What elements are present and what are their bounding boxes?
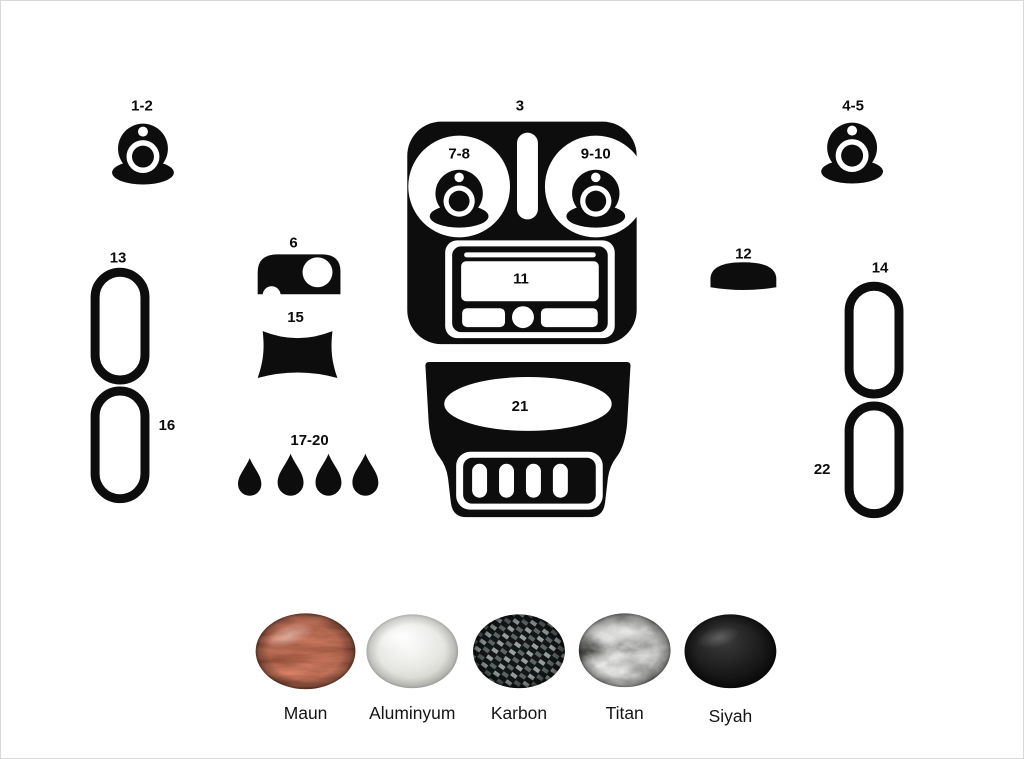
swatch-label-maun: Maun [284,703,328,723]
radio-display-cutout [461,261,599,302]
part-label-1-2: 1-2 [131,98,153,115]
part-lower-console: 21 [425,362,631,518]
door-ring-16 [90,386,150,504]
swatch-karbon: Karbon [473,614,565,723]
part-label-11: 11 [513,270,529,287]
swatch-siyah-shading [684,614,777,689]
part-label-17-20: 17-20 [290,432,328,449]
part-label-7-8: 7-8 [448,146,470,163]
swatch-aluminyum-gloss [376,624,423,649]
vent-slot-cutout [525,463,541,498]
part-label-12: 12 [735,245,752,262]
swatch-label-aluminyum: Aluminyum [369,703,455,723]
part-label-9-10: 9-10 [581,146,611,163]
teardrop-20 [352,453,379,496]
radio-button-cutout-right [540,308,598,328]
swatch-titan: Titan [578,613,671,723]
vent-slot-cutout [472,463,488,498]
part-teardrops: 17-20 [238,432,379,496]
part-label-15: 15 [287,309,304,326]
part-door-ring-right-top: 14 [844,259,904,399]
swatch-label-titan: Titan [606,703,644,723]
swatch-maun: Maun [255,613,356,723]
part-label-3: 3 [516,98,524,115]
part-label-16: 16 [159,417,176,434]
material-swatches: Maun Aluminyum Karbon Titan Siyah [255,613,777,726]
part-label-13: 13 [110,249,127,266]
knob-shape-1-2 [112,123,174,185]
part-label-21: 21 [512,398,529,415]
swatch-maun-gloss [264,622,315,649]
lower-console-oval-cutout [444,377,612,431]
part-center-console: 3 7-8 9-10 11 [407,98,647,345]
part-knob-left: 1-2 [112,98,174,185]
swatch-siyah: Siyah [684,614,777,726]
swatch-titan-gloss [590,625,634,648]
swatch-label-siyah: Siyah [709,706,753,726]
part-knob-right: 4-5 [821,98,884,184]
part-label-22: 22 [814,461,831,478]
radio-knob-cutout [512,306,534,329]
cd-slot-cutout [464,252,596,258]
part-label-14: 14 [872,259,889,276]
part-label-4-5: 4-5 [842,98,864,115]
swatch-titan-shading [578,613,671,688]
tray-shape [710,262,777,290]
teardrop-19 [315,453,342,496]
knob-shape-4-5 [821,122,884,184]
gauge-hood-notch-cutout [262,286,281,305]
radio-button-cutout-left [462,308,506,328]
swatch-label-karbon: Karbon [491,703,547,723]
part-curved-cover: 15 [257,309,338,379]
part-door-ring-left-top: 13 [90,249,150,385]
part-door-ring-right-bottom: 22 [814,401,904,519]
part-gauge-hood: 6 [257,234,341,305]
door-ring-14 [844,281,904,399]
teardrop-18 [277,453,304,496]
door-ring-22 [844,401,904,519]
gauge-hood-circle-cutout [302,257,333,288]
swatch-karbon-shading [473,614,565,689]
swatch-siyah-gloss [697,626,740,649]
center-slot-cutout [516,132,538,220]
swatch-aluminyum: Aluminyum [366,614,459,723]
part-tray: 12 [710,245,777,290]
vent-slot-cutout [499,463,514,498]
teardrop-17 [238,458,262,496]
part-door-ring-left-bottom: 16 [90,386,176,504]
door-ring-13 [90,267,150,385]
part-label-6: 6 [289,234,297,251]
vent-slot-cutout [552,463,568,498]
curved-cover-shape [257,331,338,379]
